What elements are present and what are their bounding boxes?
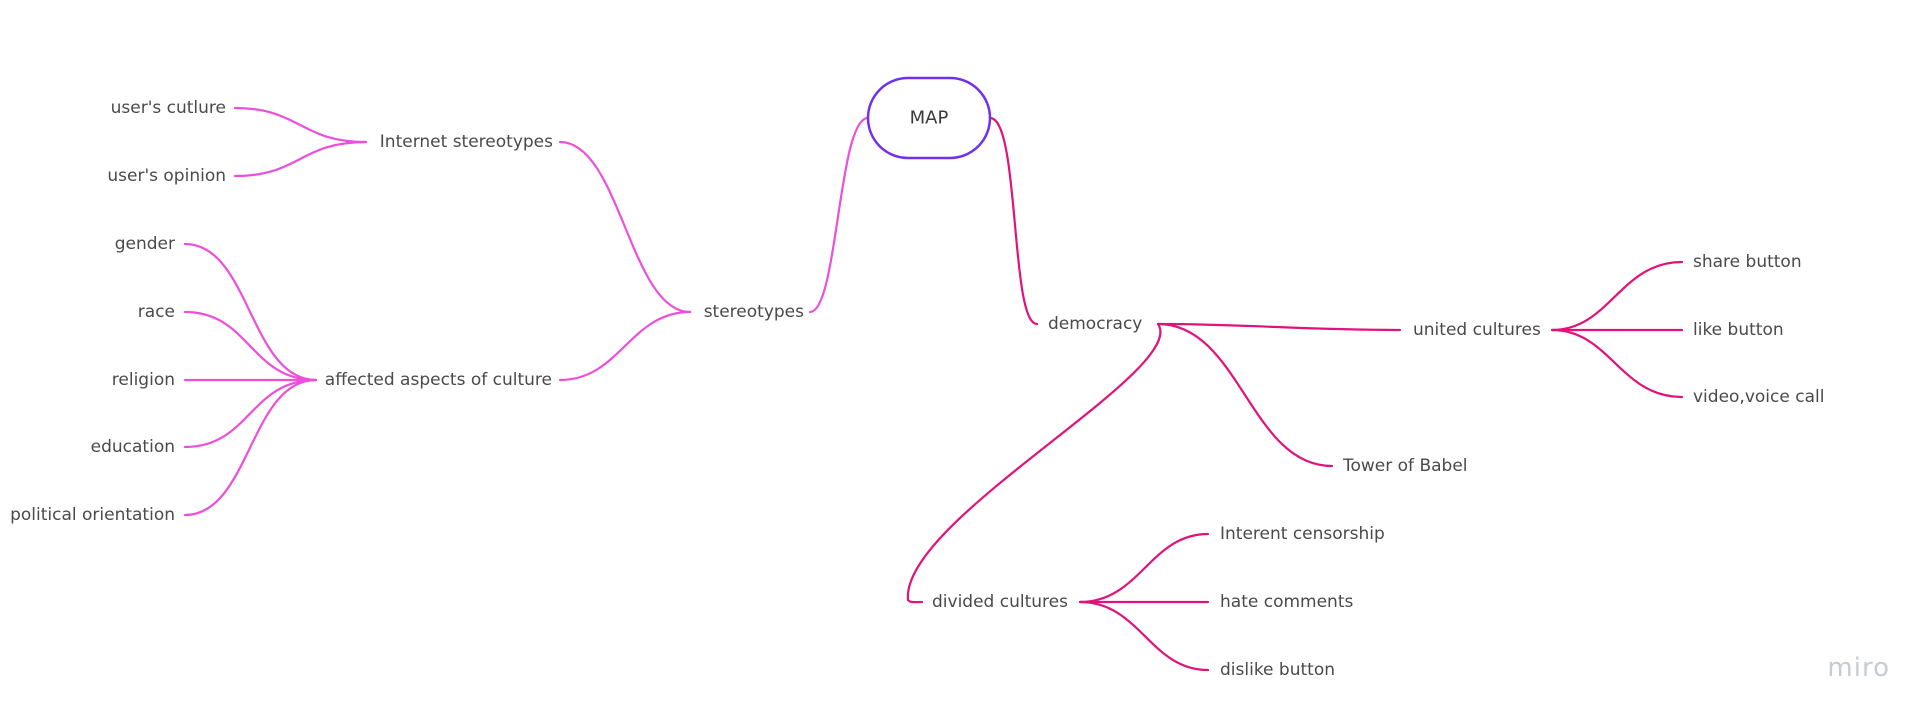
node-education[interactable]: education	[91, 437, 175, 457]
connector-democracy-babel	[1156, 322, 1334, 468]
connector-united-video	[1550, 328, 1684, 399]
connector-stereotypes-internet	[558, 140, 692, 314]
root-node[interactable]: MAP	[866, 76, 992, 160]
connector-internet-culture	[233, 106, 368, 144]
node-divided-cultures[interactable]: divided cultures	[932, 592, 1068, 612]
node-users-culture[interactable]: user's cutlure	[111, 98, 226, 118]
connector-affected-race	[183, 310, 318, 382]
node-affected-aspects[interactable]: affected aspects of culture	[325, 370, 552, 390]
node-share-button[interactable]: share button	[1693, 252, 1802, 272]
connector-democracy-divided	[906, 322, 1162, 602]
node-video-voice-call[interactable]: video,voice call	[1693, 387, 1824, 407]
connector-affected-education	[183, 378, 318, 449]
connector-divided-tail	[906, 598, 924, 604]
connector-root-stereotypes	[808, 116, 870, 314]
connector-united-share	[1550, 260, 1684, 332]
node-democracy[interactable]: democracy	[1048, 314, 1142, 334]
right-connectors	[906, 116, 1684, 672]
connector-affected-political	[183, 378, 318, 517]
connector-democracy-united	[1156, 322, 1402, 332]
node-united-cultures[interactable]: united cultures	[1413, 320, 1541, 340]
connector-root-democracy	[988, 116, 1039, 326]
node-users-opinion[interactable]: user's opinion	[107, 166, 226, 186]
connector-stereotypes-affected	[558, 310, 692, 382]
node-race[interactable]: race	[138, 302, 175, 322]
node-gender[interactable]: gender	[115, 234, 175, 254]
root-node-label: MAP	[910, 108, 949, 129]
connector-divided-dislike	[1078, 600, 1210, 672]
node-tower-of-babel[interactable]: Tower of Babel	[1342, 456, 1468, 476]
connector-internet-opinion	[233, 140, 368, 178]
node-like-button[interactable]: like button	[1693, 320, 1784, 340]
node-hate-comments[interactable]: hate comments	[1220, 592, 1353, 612]
connector-divided-censorship	[1078, 532, 1210, 604]
node-internet-stereotypes[interactable]: Internet stereotypes	[380, 132, 553, 152]
left-connectors	[183, 106, 870, 517]
root-node-box	[866, 76, 992, 160]
node-dislike-button[interactable]: dislike button	[1220, 660, 1335, 680]
node-stereotypes[interactable]: stereotypes	[704, 302, 804, 322]
connector-affected-gender	[183, 242, 318, 382]
node-political-orientation[interactable]: political orientation	[10, 505, 175, 525]
node-internet-censorship[interactable]: Interent censorship	[1220, 524, 1385, 544]
node-religion[interactable]: religion	[112, 370, 175, 390]
miro-watermark: miro	[1827, 653, 1890, 683]
